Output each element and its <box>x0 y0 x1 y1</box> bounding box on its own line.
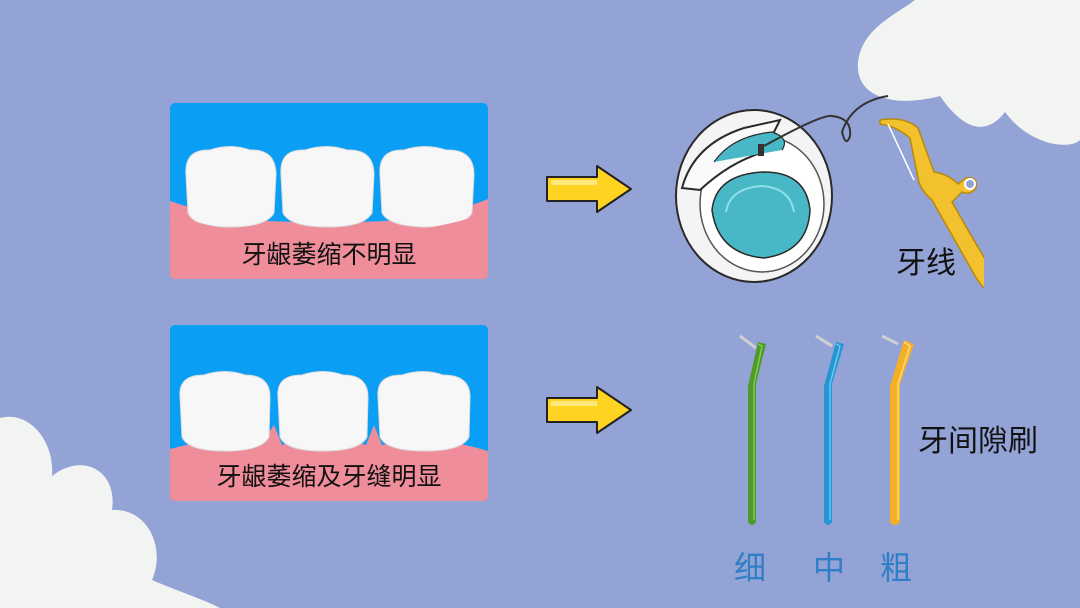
floss-dispenser-icon <box>675 95 889 283</box>
teeth-illustration-severe <box>170 325 488 501</box>
gum-panel-severe: 牙龈萎缩及牙缝明显 <box>170 325 488 501</box>
bottom-left-blob <box>0 416 220 608</box>
floss-label: 牙线 <box>896 246 956 281</box>
panel-caption: 牙龈萎缩不明显 <box>241 240 417 269</box>
gum-panel-mild: 牙龈萎缩不明显 <box>170 103 488 279</box>
size-label-thick: 粗 <box>880 549 914 587</box>
size-label-thin: 细 <box>734 549 768 587</box>
size-label-medium: 中 <box>813 549 847 587</box>
panel-caption: 牙龈萎缩及牙缝明显 <box>216 462 442 491</box>
right-arrow-icon <box>546 165 632 213</box>
top-right-blob <box>857 0 1080 145</box>
right-arrow-icon <box>546 386 632 434</box>
interdental-brush-icon <box>739 334 914 525</box>
teeth-illustration-mild <box>170 103 488 279</box>
interdental-brush-label: 牙间隙刷 <box>918 424 1038 459</box>
floss-pick-icon <box>879 118 984 290</box>
